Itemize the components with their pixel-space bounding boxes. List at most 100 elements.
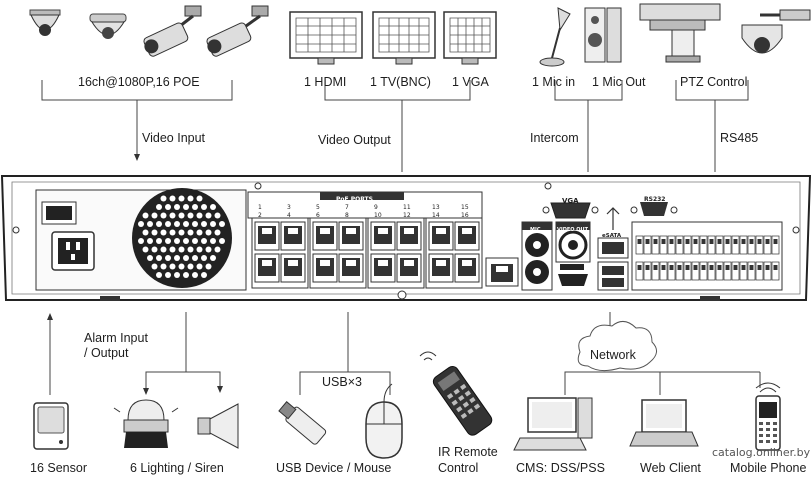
bullet-camera-icon [143, 5, 202, 57]
terminal-pin [675, 235, 684, 255]
terminal-pin [747, 235, 756, 255]
terminal-pin [715, 235, 724, 255]
terminal-pin [723, 235, 732, 255]
video-out-panel-label: VIDEO OUT [557, 227, 589, 233]
web-client-label: Web Client [640, 461, 701, 475]
mic-panel-label: MIC [530, 227, 541, 233]
terminal-pin [739, 235, 748, 255]
rs485-label: RS485 [720, 131, 759, 145]
vga-port [542, 202, 599, 219]
poe-port-number: 9 [374, 204, 378, 211]
ir-remote-label-line1: IR Remote [438, 445, 498, 459]
terminal-pin [771, 261, 780, 281]
poe-port [254, 253, 280, 283]
hdmi-port [558, 264, 588, 286]
terminal-pin [667, 235, 676, 255]
speaker-icon [584, 7, 622, 63]
terminal-pin [699, 235, 708, 255]
ptz-control-label: PTZ Control [680, 75, 748, 89]
terminal-pin [683, 235, 692, 255]
video-out-bnc-port [555, 221, 591, 263]
poe-port [396, 253, 422, 283]
poe-port-number: 1 [258, 204, 262, 211]
poe-port [280, 221, 306, 251]
rs232-port [630, 202, 678, 216]
poe-port-number: 12 [403, 212, 411, 219]
poe-port [312, 221, 338, 251]
terminal-pin [659, 261, 668, 281]
terminal-pin [675, 261, 684, 281]
terminal-pin [763, 261, 772, 281]
microphone-icon [539, 7, 571, 67]
video-input-label: Video Input [142, 131, 206, 145]
poe-port [370, 221, 396, 251]
poe-port-number: 13 [432, 204, 440, 211]
poe-port-number: 8 [345, 212, 349, 219]
mobile-phone-icon [755, 382, 781, 451]
poe-port [280, 253, 306, 283]
poe-port-block [247, 191, 483, 219]
terminal-pin [651, 235, 660, 255]
terminal-pin [707, 261, 716, 281]
poe-port [338, 221, 364, 251]
mobile-phone-label: Mobile Phone [730, 461, 807, 475]
cms-label: CMS: DSS/PSS [516, 461, 605, 475]
esata-panel-label: eSATA [602, 233, 622, 239]
rs232-panel-label: RS232 [644, 196, 666, 203]
tv-monitor-icon [372, 11, 436, 65]
terminal-pin [691, 261, 700, 281]
network-label: Network [590, 348, 636, 362]
laptop-icon [629, 399, 699, 447]
terminal-pin [667, 261, 676, 281]
poe-port [428, 253, 454, 283]
watermark: catalog.onliner.by [712, 446, 811, 459]
poe-port-number: 4 [287, 212, 291, 219]
poe-port-number: 11 [403, 204, 411, 211]
poe-port-number: 10 [374, 212, 382, 219]
terminal-pin [731, 235, 740, 255]
terminal-pin [723, 261, 732, 281]
terminal-pin [643, 261, 652, 281]
siren-icon [197, 403, 239, 449]
sensor-label: 16 Sensor [30, 461, 87, 475]
ir-remote-icon [419, 351, 493, 436]
terminal-pin [643, 235, 652, 255]
poe-port [338, 253, 364, 283]
terminal-pin [699, 261, 708, 281]
desktop-computer-icon [513, 397, 593, 451]
terminal-pin [747, 261, 756, 281]
vga-panel-label: VGA [562, 197, 579, 205]
poe-port-number: 7 [345, 204, 349, 211]
poe-port-number: 14 [432, 212, 440, 219]
dome-camera-icon [89, 13, 127, 39]
terminal-pin [755, 235, 764, 255]
poe-port [370, 253, 396, 283]
fan-grille [132, 188, 232, 288]
mouse-icon [365, 383, 403, 459]
sensor-icon [33, 402, 69, 450]
terminal-pin [763, 235, 772, 255]
camera-count-label: 16ch@1080P,16 POE [78, 75, 200, 89]
speed-dome-icon [741, 9, 811, 54]
bullet-camera-icon [206, 5, 269, 57]
poe-ports-label: PoE PORTS [336, 196, 373, 203]
alarm-io-label-line1: Alarm Input [84, 331, 148, 345]
usb-ports [597, 207, 629, 291]
terminal-pin [635, 235, 644, 255]
terminal-pin [659, 235, 668, 255]
video-output-label: Video Output [318, 133, 391, 147]
terminal-pin [635, 261, 644, 281]
alarm-io-label-line2: / Output [84, 346, 129, 360]
poe-port [396, 221, 422, 251]
hdmi-label: 1 HDMI [304, 75, 347, 89]
hdmi-monitor-icon [289, 11, 363, 65]
ptz-camera-icon [639, 3, 721, 63]
warning-light-icon [113, 399, 179, 448]
usb-flash-drive-icon [278, 401, 327, 445]
poe-port-number: 2 [258, 212, 262, 219]
poe-port-number: 3 [287, 204, 291, 211]
tv-bnc-label: 1 TV(BNC) [370, 75, 431, 89]
poe-port [312, 253, 338, 283]
terminal-pin [731, 261, 740, 281]
